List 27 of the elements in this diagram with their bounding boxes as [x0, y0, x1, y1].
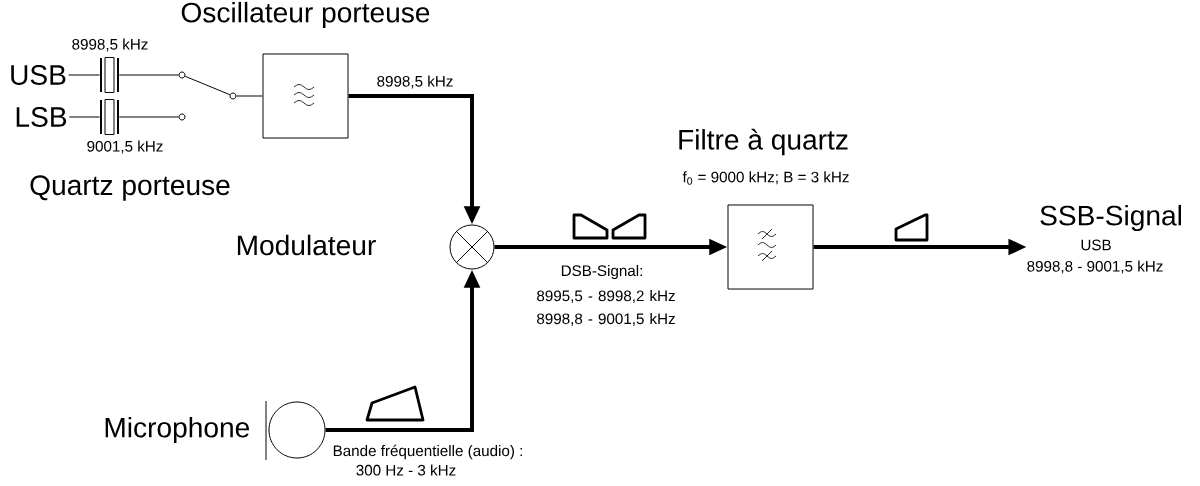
switch-contact — [178, 113, 186, 121]
frequency-label: 9001,5 kHz — [87, 140, 163, 154]
edge-label: 8998,5 kHz — [377, 75, 453, 89]
signal-label: USB — [11, 65, 66, 85]
output-label: USB — [1081, 239, 1111, 251]
signal-label: LSB — [16, 107, 67, 127]
switch-contact — [178, 71, 186, 79]
frequency-label: 8998,5 kHz — [72, 38, 148, 52]
filter-spec: f$_{0}$ = 9000 kHz; B = 3 kHz — [682, 171, 849, 185]
connector-line — [118, 74, 179, 76]
block-title: Filtre à quartz — [679, 128, 848, 156]
frequency-range: 8998,8 - 9001,5 kHz — [1027, 260, 1163, 274]
connector-line — [68, 116, 101, 118]
edge-label: Bande fréquentielle (audio) : — [333, 444, 522, 460]
output-title: SSB-Signal — [1040, 204, 1182, 232]
switch-contact — [229, 92, 237, 100]
connector-line — [236, 95, 263, 97]
block-label: Microphone — [105, 416, 250, 444]
block-title: Oscillateur porteuse — [181, 1, 430, 29]
block-label: Modulateur — [237, 234, 376, 256]
frequency-range: 300 Hz - 3 kHz — [356, 464, 456, 476]
connector-line — [184, 75, 231, 96]
section-label: Quartz porteuse — [30, 175, 230, 201]
connector-line — [118, 116, 179, 118]
connector-line — [68, 74, 101, 76]
frequency-range: 8995,5 - 8998,2 kHz 8998,8 - 9001,5 kHz — [537, 290, 675, 326]
edge-label: DSB-Signal: — [561, 264, 642, 280]
